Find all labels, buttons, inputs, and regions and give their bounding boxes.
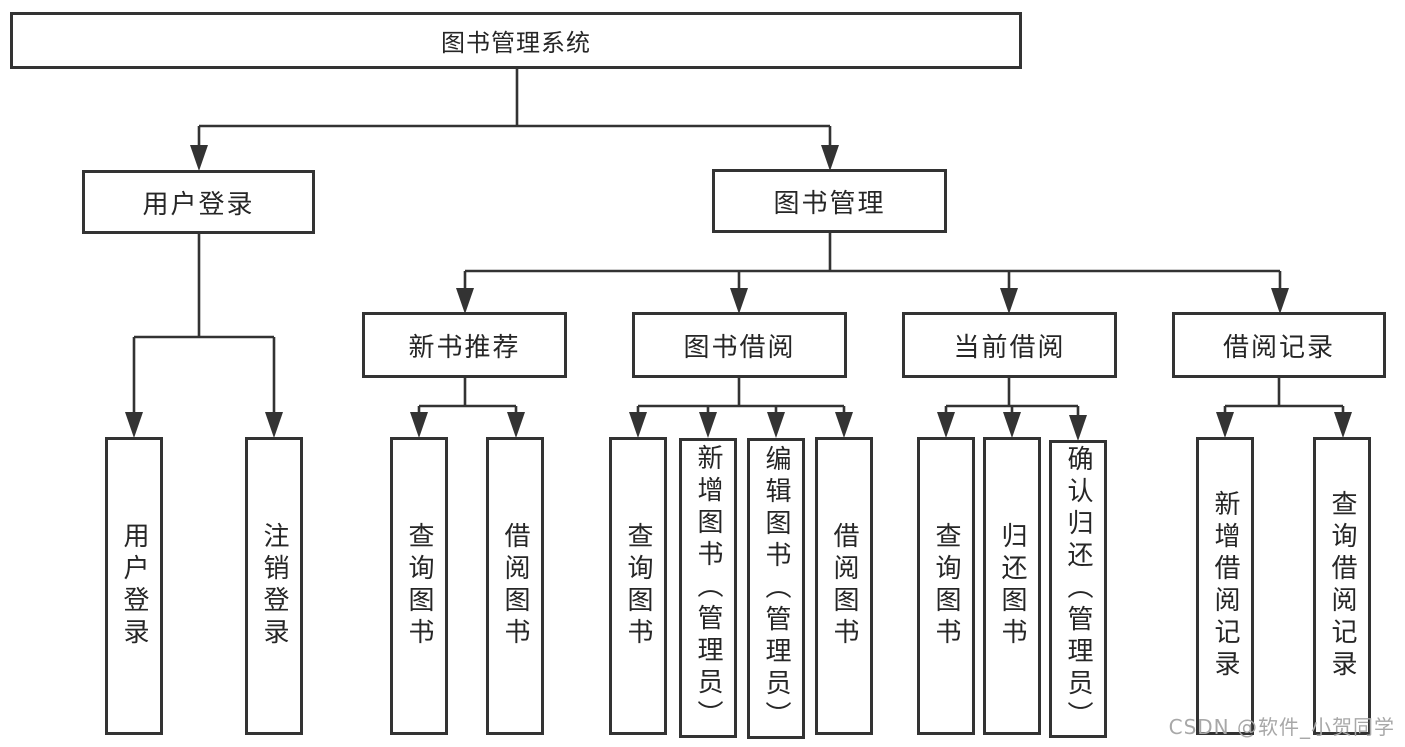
leaf-add-book-admin: 新增图书（管理员） — [679, 438, 737, 738]
node-new-book-recommend: 新书推荐 — [362, 312, 567, 378]
node-book-management-label: 图书管理 — [773, 188, 886, 219]
leaf-query-books-borrow-label: 查询图书 — [623, 522, 653, 650]
leaf-borrow-books-2: 借阅图书 — [815, 437, 873, 735]
node-current-borrow-label: 当前借阅 — [953, 332, 1066, 363]
leaf-query-books-current-label: 查询图书 — [931, 522, 961, 650]
leaf-query-books-borrow: 查询图书 — [609, 437, 667, 735]
leaf-query-books-current: 查询图书 — [917, 437, 975, 735]
leaf-borrow-books-2-label: 借阅图书 — [829, 522, 859, 650]
leaf-borrow-books-recommend-label: 借阅图书 — [500, 522, 530, 650]
node-user-login: 用户登录 — [82, 170, 315, 234]
node-current-borrow: 当前借阅 — [902, 312, 1117, 378]
csdn-watermark: CSDN @软件_小贺同学 — [1168, 715, 1395, 739]
node-book-borrow-label: 图书借阅 — [683, 332, 796, 363]
leaf-user-login: 用户登录 — [105, 437, 163, 735]
leaf-confirm-return-admin-label: 确认归还（管理员） — [1063, 445, 1093, 733]
leaf-add-borrow-record: 新增借阅记录 — [1196, 437, 1254, 735]
leaf-query-books-recommend: 查询图书 — [390, 437, 448, 735]
leaf-query-borrow-record: 查询借阅记录 — [1313, 437, 1371, 735]
node-book-management: 图书管理 — [712, 169, 947, 233]
leaf-borrow-books-recommend: 借阅图书 — [486, 437, 544, 735]
leaf-add-borrow-record-label: 新增借阅记录 — [1210, 490, 1240, 682]
node-new-book-recommend-label: 新书推荐 — [408, 332, 521, 363]
node-book-borrow: 图书借阅 — [632, 312, 847, 378]
node-user-login-label: 用户登录 — [142, 189, 255, 220]
leaf-return-book-label: 归还图书 — [997, 522, 1027, 650]
leaf-confirm-return-admin: 确认归还（管理员） — [1049, 440, 1107, 738]
node-root: 图书管理系统 — [10, 12, 1022, 69]
node-borrow-records: 借阅记录 — [1172, 312, 1386, 378]
leaf-logout: 注销登录 — [245, 437, 303, 735]
leaf-edit-book-admin: 编辑图书（管理员） — [747, 438, 805, 739]
leaf-edit-book-admin-label: 编辑图书（管理员） — [761, 444, 791, 733]
leaf-return-book: 归还图书 — [983, 437, 1041, 735]
leaf-add-book-admin-label: 新增图书（管理员） — [693, 444, 723, 732]
leaf-logout-label: 注销登录 — [259, 522, 289, 650]
leaf-query-books-recommend-label: 查询图书 — [404, 522, 434, 650]
leaf-user-login-label: 用户登录 — [119, 522, 149, 650]
node-borrow-records-label: 借阅记录 — [1222, 332, 1335, 363]
node-root-label: 图书管理系统 — [441, 29, 591, 57]
leaf-query-borrow-record-label: 查询借阅记录 — [1327, 490, 1357, 682]
